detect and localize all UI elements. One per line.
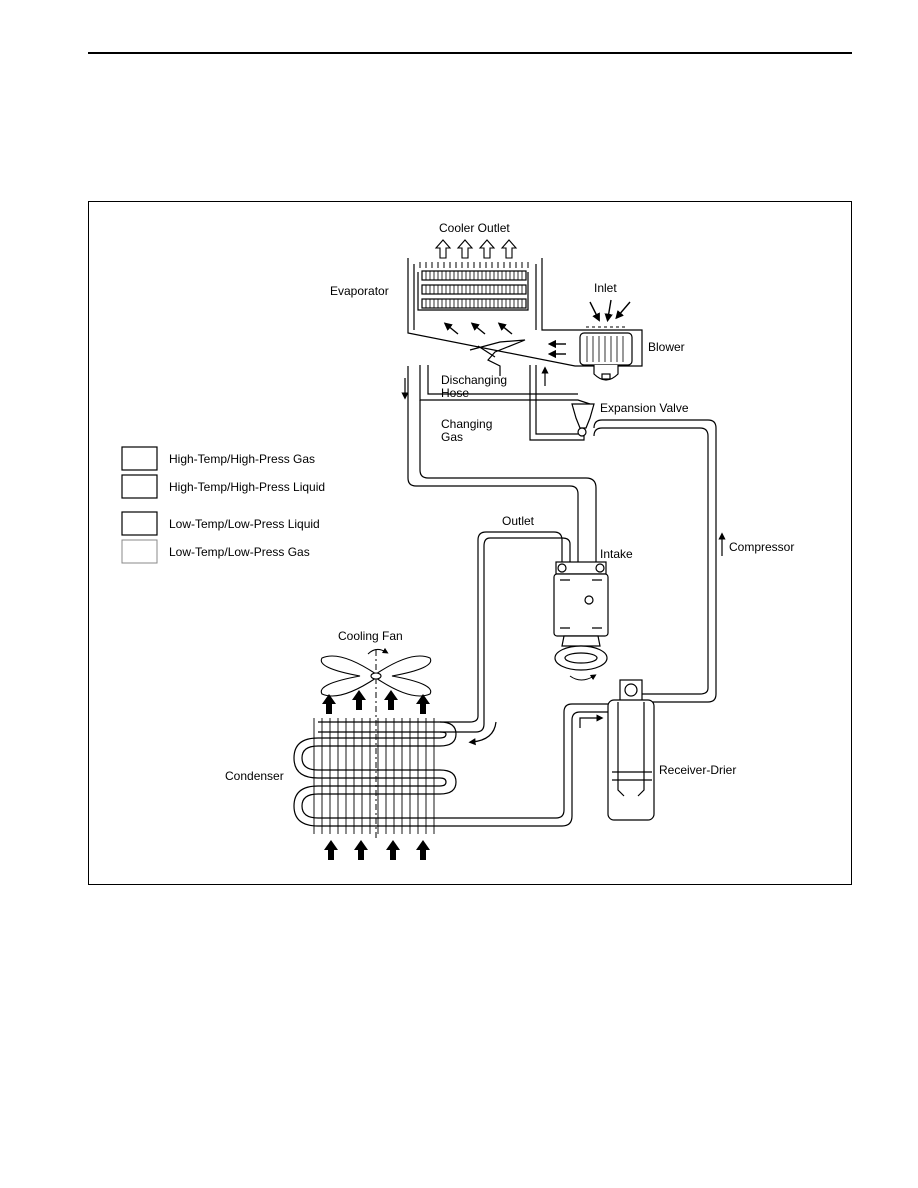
compressor-rotation-arrow: [569, 674, 597, 681]
blower-unit: [579, 332, 633, 381]
component-labels: Cooler Outlet Evaporator Inlet Blower Di…: [225, 221, 794, 783]
legend-label-ltlp-liquid: Low-Temp/Low-Press Liquid: [169, 517, 320, 531]
compressor-label: Compressor: [729, 540, 794, 554]
cooling-fan-label: Cooling Fan: [338, 629, 403, 643]
legend-swatch-hthp-gas: [121, 446, 158, 471]
legend-swatch-ltlp-gas: [121, 539, 158, 564]
fan-rotation-arrow: [367, 647, 389, 655]
changing-gas-label-1: Changing: [441, 417, 492, 431]
legend-swatch-hthp-liquid: [121, 474, 158, 499]
changing-gas-label-2: Gas: [441, 430, 463, 444]
condenser-coils: [293, 721, 457, 827]
outlet-label: Outlet: [502, 514, 535, 528]
expansion-valve: [571, 403, 595, 437]
evaporator-label: Evaporator: [330, 284, 389, 298]
receiver-drier-unit: [607, 679, 655, 821]
evaporator-fins: [425, 271, 523, 308]
cooler-outlet-label: Cooler Outlet: [439, 221, 510, 235]
cooler-outlet-arrows: [434, 239, 518, 259]
cooling-fan: [320, 655, 432, 697]
flow-arrows-evap: [401, 366, 549, 400]
condenser-fins: [313, 718, 435, 834]
discharging-hose-label-1: Dischanging: [441, 373, 507, 387]
legend-label-hthp-liquid: High-Temp/High-Press Liquid: [169, 480, 325, 494]
evaporator-tubes: [419, 339, 591, 441]
compressor-unit: [553, 561, 609, 671]
header-rule: [88, 52, 852, 54]
intake-label: Intake: [600, 547, 633, 561]
flow-arrows-main: [468, 532, 726, 746]
evaporator-housing: [407, 258, 643, 367]
legend-label-hthp-gas: High-Temp/High-Press Gas: [169, 452, 315, 466]
airflow-arrows: [443, 322, 566, 359]
condenser-airflow-arrows: [322, 690, 430, 860]
inlet-label: Inlet: [594, 281, 617, 295]
inlet-arrows: [589, 299, 631, 323]
legend-swatch-ltlp-liquid: [121, 511, 158, 536]
blower-label: Blower: [648, 340, 685, 354]
cooler-outlet-grille: [419, 262, 529, 268]
refrigerant-lines: [407, 366, 717, 827]
condenser-label: Condenser: [225, 769, 284, 783]
diagram-frame: [88, 201, 852, 885]
receiver-drier-label: Receiver-Drier: [659, 763, 736, 777]
discharging-hose-label-2: Hose: [441, 386, 469, 400]
legend-label-ltlp-gas: Low-Temp/Low-Press Gas: [169, 545, 310, 559]
expansion-valve-label: Expansion Valve: [600, 401, 689, 415]
legend: High-Temp/High-Press Gas High-Temp/High-…: [121, 446, 325, 564]
